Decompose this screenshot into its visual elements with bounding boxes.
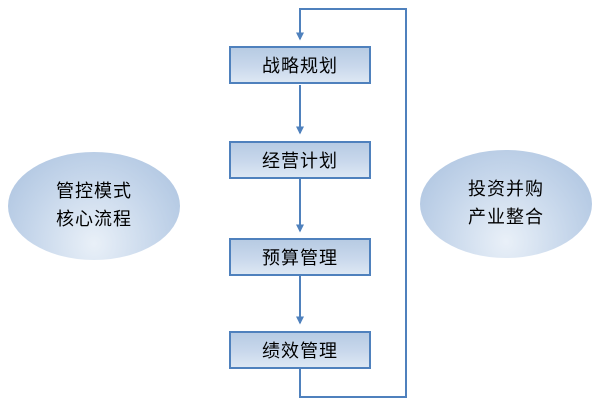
- flow-box-label: 预算管理: [262, 248, 338, 269]
- ellipse-label-line2: 核心流程: [56, 209, 132, 230]
- flow-box-label: 经营计划: [262, 151, 338, 172]
- flow-box-label: 绩效管理: [262, 341, 338, 362]
- flow-box-strategic-planning: 战略规划: [229, 46, 371, 84]
- feedback-loop-line: [296, 8, 407, 398]
- ellipse-label-line1: 管控模式: [56, 181, 132, 203]
- flow-box-label: 战略规划: [262, 56, 338, 77]
- flow-box-budget-management: 预算管理: [229, 238, 371, 276]
- ellipse-label-line1: 投资并购: [468, 179, 544, 201]
- flow-box-performance-management: 绩效管理: [229, 331, 371, 369]
- ellipse-label-line2: 产业整合: [468, 207, 544, 228]
- ellipse-investment-integration: 投资并购 产业整合: [420, 150, 592, 258]
- ellipse-control-model: 管控模式 核心流程: [8, 152, 180, 260]
- flow-box-business-plan: 经营计划: [229, 141, 371, 179]
